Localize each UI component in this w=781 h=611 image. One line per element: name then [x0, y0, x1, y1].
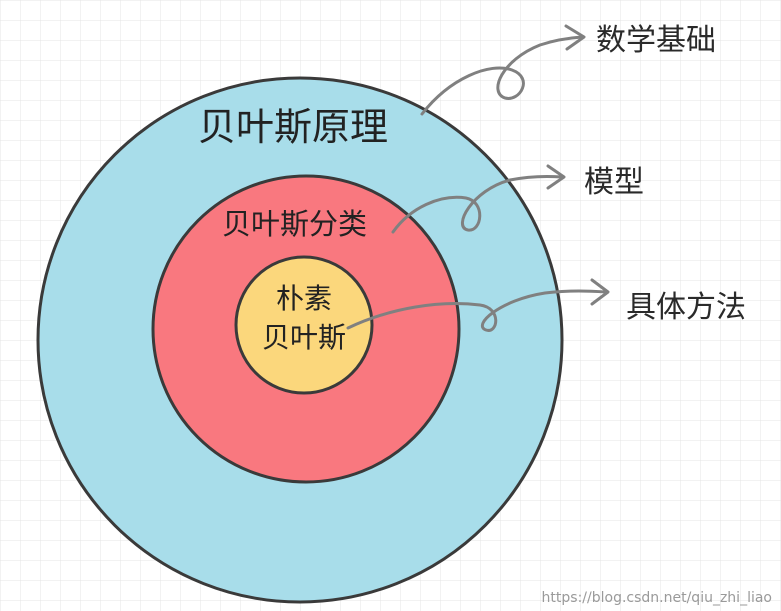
watermark-text: https://blog.csdn.net/qiu_zhi_liao: [542, 590, 772, 606]
annotation-math-label: 数学基础: [596, 23, 716, 58]
annotation-model-label: 模型: [584, 165, 644, 200]
arrow-math: [420, 24, 586, 116]
outer-ring-label: 贝叶斯原理: [198, 105, 388, 149]
arrow-model: [391, 164, 566, 234]
arrow-method: [346, 278, 610, 332]
annotation-method-label: 具体方法: [626, 290, 746, 325]
inner-ring-label-line1: 朴素: [276, 282, 332, 315]
inner-ring: [234, 255, 374, 395]
inner-ring-label-line2: 贝叶斯: [262, 321, 346, 354]
middle-ring-label: 贝叶斯分类: [222, 207, 367, 241]
